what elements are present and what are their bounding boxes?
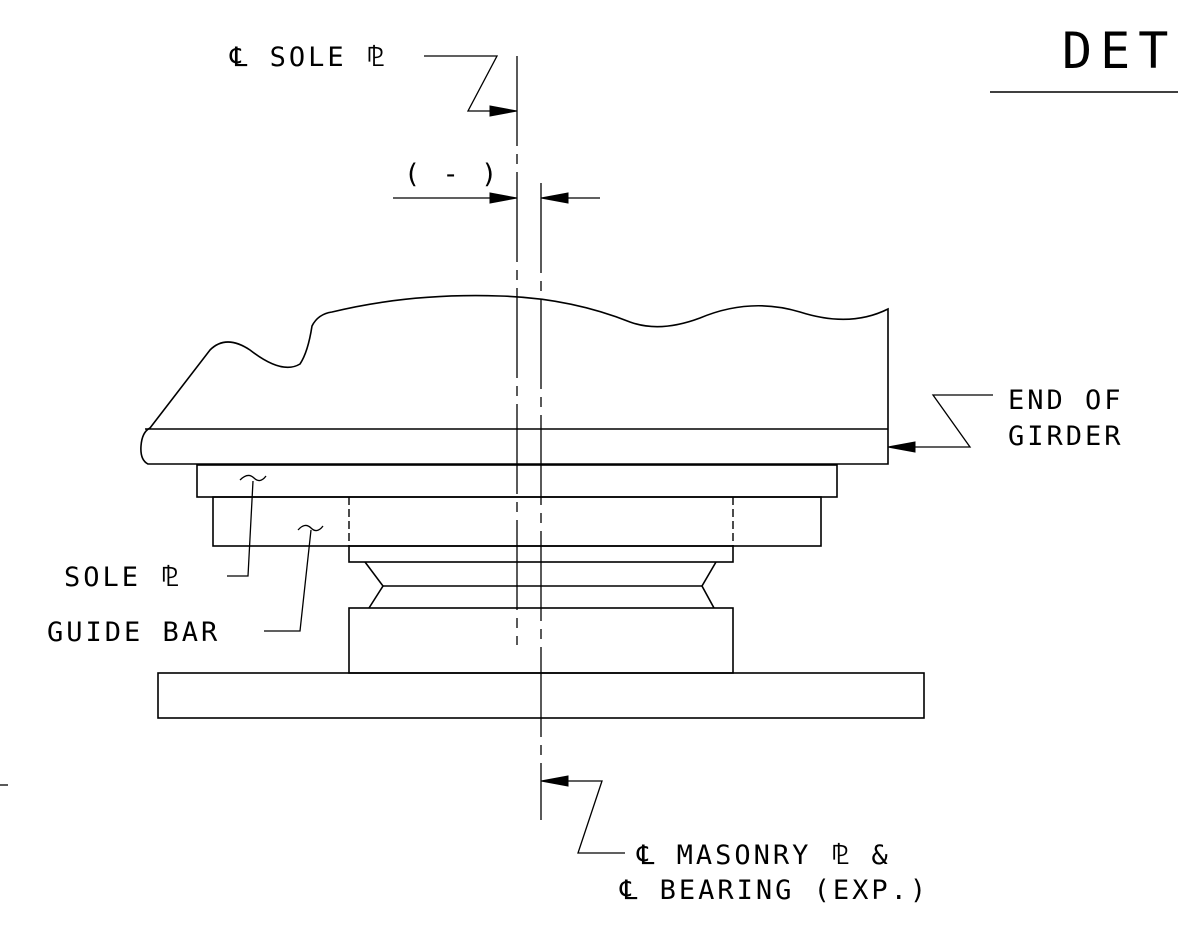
- guide-bar-leader: [264, 529, 312, 632]
- cl-masonry-leader: [561, 780, 625, 854]
- cl-sole-pl-arrow: [489, 105, 518, 117]
- detail-title: DET: [1062, 22, 1176, 80]
- sole-pl-break-mark: [239, 474, 267, 482]
- end-of-girder-leader: [910, 394, 993, 448]
- bearing-pin-right-profile: [701, 561, 717, 609]
- cl-masonry-label: ℄ MASONRY ⅊ &: [636, 840, 891, 871]
- bearing-pin-left-profile: [364, 561, 384, 609]
- sole-pl-label: SOLE ⅊: [64, 562, 182, 593]
- dimension-arrow-right: [540, 192, 569, 204]
- girder-label: GIRDER: [1008, 421, 1124, 452]
- girder-body: [140, 294, 889, 465]
- guide-bar-break-mark: [297, 524, 324, 532]
- end-of-girder-arrow: [887, 441, 916, 453]
- offset-dimension-label: ( - ): [404, 159, 500, 190]
- guide-bar-label: GUIDE BAR: [47, 617, 220, 648]
- dimension-arrow-left: [489, 192, 518, 204]
- cl-bearing-label: ℄ BEARING (EXP.): [619, 875, 929, 906]
- cl-sole-pl-leader: [424, 55, 499, 112]
- sole-pl-leader: [227, 480, 254, 577]
- cl-sole-pl-label: ℄ SOLE ⅊: [229, 42, 387, 73]
- end-of-label: END OF: [1008, 385, 1124, 416]
